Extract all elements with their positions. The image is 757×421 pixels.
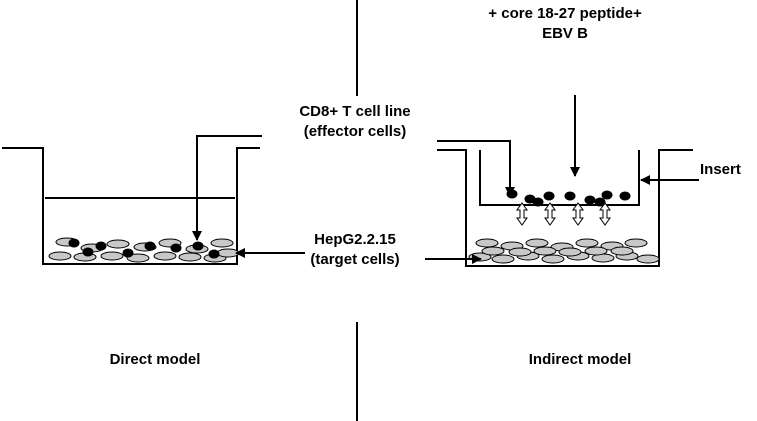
effector-label-line1: CD8+ T cell line — [299, 103, 411, 120]
target-cell — [584, 246, 608, 256]
diffusion-arrows — [516, 202, 611, 226]
peptide-label-line2: EBV B — [542, 25, 588, 42]
indirect-model-label: Indirect model — [528, 351, 632, 368]
effector-cell — [564, 191, 576, 201]
target-cell — [216, 248, 240, 258]
target-cell — [48, 251, 72, 261]
target-cell — [106, 239, 130, 249]
target-label-line1: HepG2.2.15 — [314, 231, 396, 248]
effector-cell — [95, 241, 107, 251]
target-cell — [575, 238, 599, 248]
target-cell — [491, 254, 515, 264]
effector-cell — [208, 249, 220, 259]
diffusion-arrow-icon — [599, 202, 611, 226]
effector-cell — [192, 241, 204, 251]
insert-label: Insert — [700, 161, 741, 178]
indirect-model-well — [437, 149, 693, 267]
target-cell — [481, 246, 505, 256]
target-cell — [525, 238, 549, 248]
peptide-label: + core 18-27 peptide+ EBV B — [440, 4, 690, 44]
target-cell — [533, 246, 557, 256]
effector-label-line2: (effector cells) — [303, 123, 407, 140]
target-cell — [100, 251, 124, 261]
diffusion-arrow-icon — [516, 202, 528, 226]
target-cell — [153, 251, 177, 261]
target-label: HepG2.2.15 (target cells) — [290, 230, 420, 270]
effector-arrow-direct — [192, 135, 262, 241]
diffusion-arrow-icon — [572, 202, 584, 226]
effector-cell — [543, 191, 555, 201]
insert-effector-cells — [506, 189, 631, 207]
diffusion-arrow-icon — [544, 202, 556, 226]
target-cell — [178, 252, 202, 262]
target-cell — [558, 247, 582, 257]
direct-cell-layer — [48, 237, 240, 263]
indirect-cell-layer — [468, 238, 660, 264]
target-cell — [624, 238, 648, 248]
effector-cell — [594, 197, 606, 207]
target-cell — [541, 254, 565, 264]
effector-cell — [144, 241, 156, 251]
target-cell — [610, 246, 634, 256]
direct-model-label: Direct model — [109, 351, 201, 368]
effector-cell — [532, 197, 544, 207]
effector-cell — [122, 248, 134, 258]
effector-cell — [584, 195, 596, 205]
effector-label: CD8+ T cell line (effector cells) — [270, 102, 440, 142]
target-cell — [475, 238, 499, 248]
direct-model-well — [2, 147, 260, 265]
target-cell — [210, 238, 234, 248]
effector-arrow-indirect — [437, 140, 515, 197]
effector-cell — [170, 243, 182, 253]
transwell-insert — [479, 150, 640, 206]
effector-cell — [619, 191, 631, 201]
target-cell — [508, 247, 532, 257]
effector-cell — [68, 238, 80, 248]
effector-cell — [601, 190, 613, 200]
peptide-label-line1: + core 18-27 peptide+ — [488, 5, 642, 22]
effector-cell — [82, 247, 94, 257]
target-cell — [126, 253, 150, 263]
target-cell — [636, 254, 660, 264]
target-label-line2: (target cells) — [310, 251, 400, 268]
effector-cell — [506, 189, 518, 199]
